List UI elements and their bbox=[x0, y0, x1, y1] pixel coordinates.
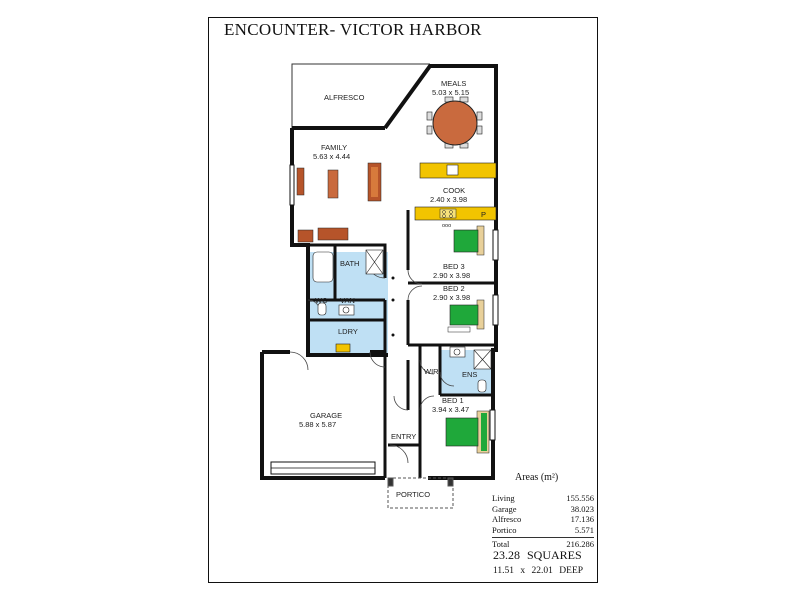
room-label-cook: COOK bbox=[443, 186, 465, 195]
bathtub-icon bbox=[312, 251, 334, 283]
bath-fixtures bbox=[312, 249, 492, 393]
pantry-label: P bbox=[481, 210, 486, 219]
toilet-icon bbox=[317, 302, 327, 316]
room-label-meals: MEALS bbox=[441, 79, 466, 88]
room-label-ldry: LDRY bbox=[338, 327, 358, 336]
room-label-wir: WIR bbox=[424, 367, 439, 376]
room-dim-cook: 2.40 x 3.98 bbox=[430, 195, 467, 204]
squares-summary: 23.28 SQUARES bbox=[493, 548, 582, 563]
areas-row-value: 38.023 bbox=[570, 503, 594, 514]
areas-table: Living 155.556 Garage 38.023 Alfresco 17… bbox=[492, 493, 594, 550]
family-furniture bbox=[296, 162, 382, 243]
depth-value: 22.01 bbox=[531, 566, 553, 576]
room-dim-meals: 5.03 x 5.15 bbox=[432, 88, 469, 97]
areas-row: Portico 5.571 bbox=[492, 525, 594, 536]
sink-icon bbox=[446, 164, 459, 176]
dining-table-icon bbox=[426, 96, 483, 149]
room-label-entry: ENTRY bbox=[391, 432, 416, 441]
room-label-portico: PORTICO bbox=[396, 490, 430, 499]
room-dim-garage: 5.88 x 5.87 bbox=[299, 420, 336, 429]
areas-total-value: 216.286 bbox=[566, 539, 594, 549]
room-dim-family: 5.63 x 4.44 bbox=[313, 152, 350, 161]
garage-walls bbox=[270, 352, 387, 478]
plan-title: ENCOUNTER- VICTOR HARBOR bbox=[224, 20, 482, 39]
bed-1-icon bbox=[445, 410, 490, 454]
cook-appliance-mark: ооо bbox=[442, 223, 451, 229]
room-label-ens: ENS bbox=[462, 370, 477, 379]
room-label-wc: WC bbox=[315, 296, 328, 305]
room-dim-bed-3: 2.90 x 3.98 bbox=[433, 271, 470, 280]
room-labels: ALFRESCO MEALS 5.03 x 5.15 FAMILY 5.63 x… bbox=[299, 79, 477, 499]
kitchen-benches: P ооо bbox=[414, 162, 497, 229]
areas-row-label: Garage bbox=[492, 503, 517, 514]
room-label-bath: BATH bbox=[340, 259, 359, 268]
areas-row: Alfresco 17.136 bbox=[492, 514, 594, 525]
squares-value: 23.28 bbox=[493, 548, 520, 562]
areas-row-value: 155.556 bbox=[566, 493, 594, 503]
alfresco-outline bbox=[291, 63, 430, 128]
armchair-icon bbox=[296, 167, 305, 196]
areas-row-label: Portico bbox=[492, 524, 517, 535]
room-label-bed-1: BED 1 bbox=[442, 396, 464, 405]
areas-row-value: 17.136 bbox=[570, 514, 594, 524]
ensuite-toilet-icon bbox=[477, 379, 487, 393]
depth-label: DEEP bbox=[559, 566, 584, 576]
dimensions-summary: 11.51 x 22.01 DEEP bbox=[493, 566, 583, 576]
windows bbox=[289, 164, 499, 441]
areas-row: Garage 38.023 bbox=[492, 504, 594, 515]
plan-sheet-frame bbox=[208, 17, 598, 583]
areas-row: Living 155.556 bbox=[492, 493, 594, 504]
sofa-icon bbox=[317, 227, 349, 241]
coffee-table-icon bbox=[327, 169, 339, 199]
areas-total-label: Total bbox=[492, 539, 510, 549]
laundry-trough-icon bbox=[335, 343, 351, 353]
cooktop-icon bbox=[439, 208, 457, 219]
areas-row-value: 5.571 bbox=[574, 524, 594, 535]
bed-2-icon bbox=[447, 299, 485, 333]
armchair-icon bbox=[297, 229, 314, 243]
areas-total-row: Total 216.286 bbox=[492, 537, 594, 550]
bed-3-icon bbox=[453, 225, 485, 256]
room-label-garage: GARAGE bbox=[310, 411, 342, 420]
room-label-van: VAN bbox=[340, 296, 355, 305]
room-dim-bed-2: 2.90 x 3.98 bbox=[433, 293, 470, 302]
frontage-width: 11.51 bbox=[493, 566, 515, 576]
areas-row-label: Living bbox=[492, 493, 515, 503]
areas-row-label: Alfresco bbox=[492, 514, 522, 524]
room-label-family: FAMILY bbox=[321, 143, 347, 152]
areas-title: Areas (m²) bbox=[515, 472, 559, 483]
dimension-times: x bbox=[520, 566, 526, 576]
room-dim-bed-1: 3.94 x 3.47 bbox=[432, 405, 469, 414]
room-label-bed-3: BED 3 bbox=[443, 262, 465, 271]
room-label-alfresco: ALFRESCO bbox=[324, 93, 365, 102]
squares-label: SQUARES bbox=[527, 548, 582, 562]
portico-outline bbox=[387, 477, 454, 509]
internal-walls bbox=[292, 210, 496, 478]
room-label-bed-2: BED 2 bbox=[443, 284, 465, 293]
hall-dots bbox=[391, 276, 395, 337]
